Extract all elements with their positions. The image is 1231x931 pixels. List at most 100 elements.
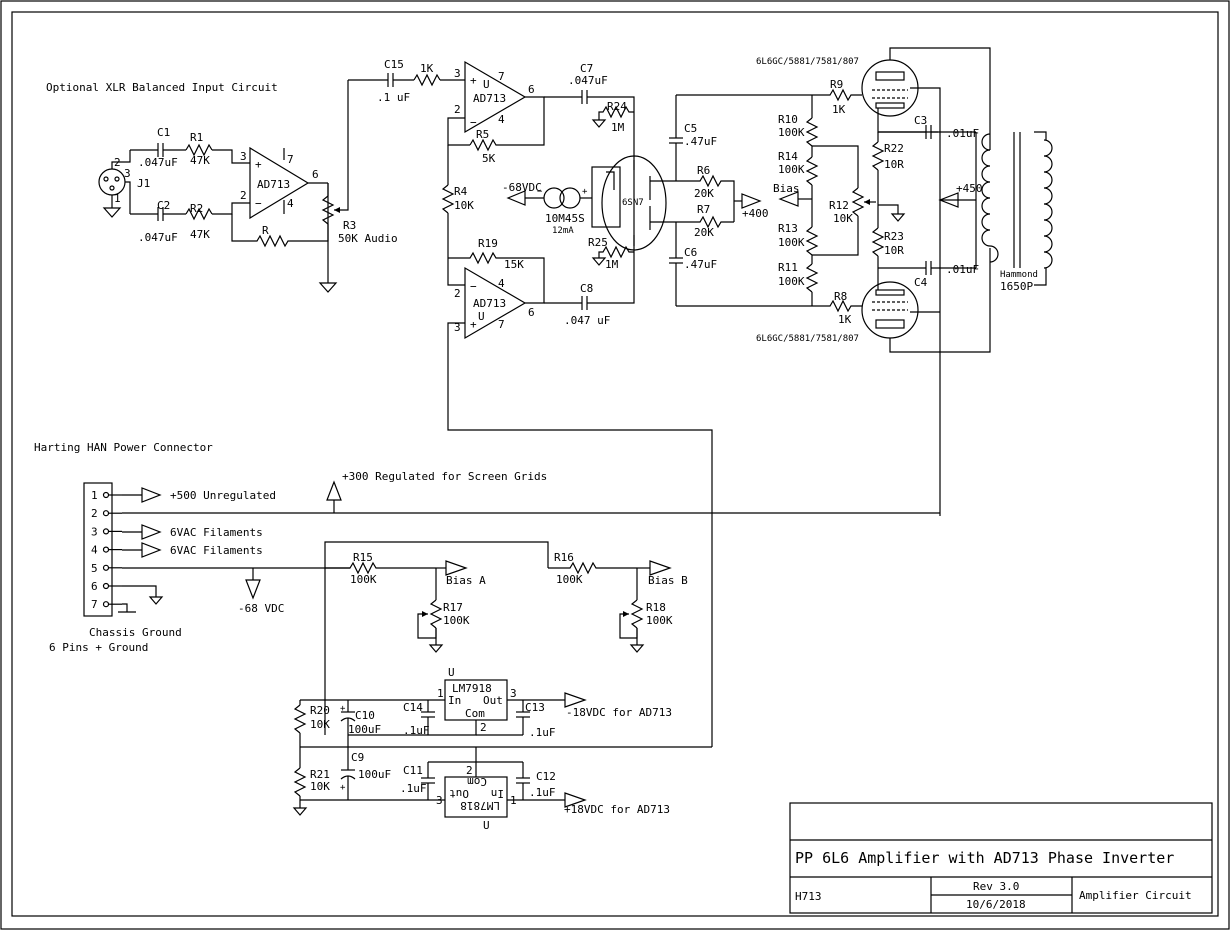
- revision: Rev 3.0: [973, 880, 1019, 893]
- svg-text:R3: R3: [343, 219, 356, 232]
- svg-text:Bias B: Bias B: [648, 574, 688, 587]
- connector-contact: [102, 528, 110, 535]
- svg-text:C11: C11: [403, 764, 423, 777]
- svg-text:2: 2: [480, 721, 487, 734]
- svg-text:.1uF: .1uF: [403, 724, 430, 737]
- svg-text:2: 2: [454, 103, 461, 116]
- svg-text:3: 3: [510, 687, 517, 700]
- svg-text:20K: 20K: [694, 226, 714, 239]
- svg-text:C1: C1: [157, 126, 170, 139]
- document-number: H713: [795, 890, 822, 903]
- svg-text:4: 4: [287, 197, 294, 210]
- svg-text:In: In: [448, 694, 461, 707]
- svg-text:−: −: [255, 197, 262, 210]
- svg-text:10R: 10R: [884, 158, 904, 171]
- svg-text:R25: R25: [588, 236, 608, 249]
- svg-text:100K: 100K: [350, 573, 377, 586]
- connector-pin-2: 2: [91, 507, 98, 520]
- svg-text:15K: 15K: [504, 258, 524, 271]
- svg-text:Com: Com: [465, 707, 485, 720]
- svg-text:6SN7: 6SN7: [622, 198, 644, 208]
- svg-text:C15: C15: [384, 58, 404, 71]
- svg-text:3: 3: [124, 167, 131, 180]
- svg-text:2: 2: [240, 189, 247, 202]
- svg-text:R8: R8: [834, 290, 847, 303]
- svg-text:-68VDC: -68VDC: [502, 181, 542, 194]
- svg-text:4: 4: [498, 277, 505, 290]
- connector-pin-7: 7: [91, 598, 98, 611]
- svg-text:Out: Out: [449, 787, 469, 800]
- connector-pin-4: 4: [91, 544, 98, 557]
- svg-text:+: +: [582, 187, 588, 197]
- svg-text:10K: 10K: [454, 199, 474, 212]
- svg-text:−: −: [470, 280, 477, 293]
- opamp-input: [249, 146, 310, 220]
- svg-text:+450: +450: [956, 182, 983, 195]
- svg-text:R11: R11: [778, 261, 798, 274]
- svg-text:47K: 47K: [190, 228, 210, 241]
- svg-text:.1uF: .1uF: [529, 786, 556, 799]
- connector-pin-1: 1: [91, 489, 98, 502]
- svg-text:1K: 1K: [832, 103, 846, 116]
- svg-text:R: R: [262, 224, 269, 237]
- svg-text:6VAC Filaments: 6VAC Filaments: [170, 544, 263, 557]
- ground-icon: [629, 644, 645, 653]
- opamp-top: [464, 60, 527, 134]
- connector-contact: [102, 582, 110, 590]
- svg-text:R20: R20: [310, 704, 330, 717]
- svg-text:U: U: [483, 819, 490, 832]
- svg-text:+500 Unregulated: +500 Unregulated: [170, 489, 276, 502]
- svg-text:R22: R22: [884, 142, 904, 155]
- svg-text:7: 7: [498, 70, 505, 83]
- svg-text:Bias: Bias: [773, 182, 800, 195]
- svg-text:C8: C8: [580, 282, 593, 295]
- sheet-name: Amplifier Circuit: [1079, 889, 1192, 902]
- svg-text:.047uF: .047uF: [138, 231, 178, 244]
- svg-text:R12: R12: [829, 199, 849, 212]
- svg-text:1: 1: [437, 687, 444, 700]
- ground-icon: [591, 119, 607, 128]
- svg-text:R1: R1: [190, 131, 203, 144]
- svg-text:.1uF: .1uF: [529, 726, 556, 739]
- connector-contact: [102, 546, 110, 553]
- output-transformer: Hammond 1650P: [981, 131, 1053, 293]
- svg-text:AD713: AD713: [257, 178, 290, 191]
- svg-text:R4: R4: [454, 185, 468, 198]
- drawing-title: PP 6L6 Amplifier with AD713 Phase Invert…: [795, 849, 1174, 867]
- harting-title: Harting HAN Power Connector: [34, 441, 213, 454]
- svg-text:10M45S: 10M45S: [545, 212, 585, 225]
- svg-text:10K: 10K: [310, 718, 330, 731]
- regulator-stage: U LM7918 In Out Com 1 3 2 -18VDC for AD7…: [292, 666, 712, 832]
- svg-text:−: −: [537, 187, 543, 197]
- svg-text:.047uF: .047uF: [568, 74, 608, 87]
- svg-text:C4: C4: [914, 276, 928, 289]
- title-block: PP 6L6 Amplifier with AD713 Phase Invert…: [789, 802, 1213, 914]
- svg-text:AD713: AD713: [473, 297, 506, 310]
- svg-text:.01uF: .01uF: [946, 127, 979, 140]
- svg-text:2: 2: [466, 764, 473, 777]
- svg-text:+: +: [340, 704, 346, 714]
- connector-contact: [102, 491, 110, 499]
- svg-text:AD713: AD713: [473, 92, 506, 105]
- opamp-bottom: [464, 266, 527, 340]
- svg-text:100K: 100K: [443, 614, 470, 627]
- svg-text:.047uF: .047uF: [138, 156, 178, 169]
- revision-date: 10/6/2018: [966, 898, 1026, 911]
- ground-icon: [292, 807, 308, 816]
- svg-text:R9: R9: [830, 78, 843, 91]
- svg-text:20K: 20K: [694, 187, 714, 200]
- svg-text:.47uF: .47uF: [684, 135, 717, 148]
- svg-text:LM7918: LM7918: [452, 682, 492, 695]
- svg-text:Hammond: Hammond: [1000, 270, 1038, 280]
- svg-text:10R: 10R: [884, 244, 904, 257]
- svg-text:R2: R2: [190, 202, 203, 215]
- svg-text:100K: 100K: [778, 163, 805, 176]
- svg-text:R23: R23: [884, 230, 904, 243]
- svg-text:R18: R18: [646, 601, 666, 614]
- svg-text:.1 uF: .1 uF: [377, 91, 410, 104]
- svg-text:.47uF: .47uF: [684, 258, 717, 271]
- jack-ref: J1: [137, 177, 150, 190]
- ground-icon: [428, 644, 444, 653]
- svg-text:Out: Out: [483, 694, 503, 707]
- svg-text:+: +: [470, 318, 477, 331]
